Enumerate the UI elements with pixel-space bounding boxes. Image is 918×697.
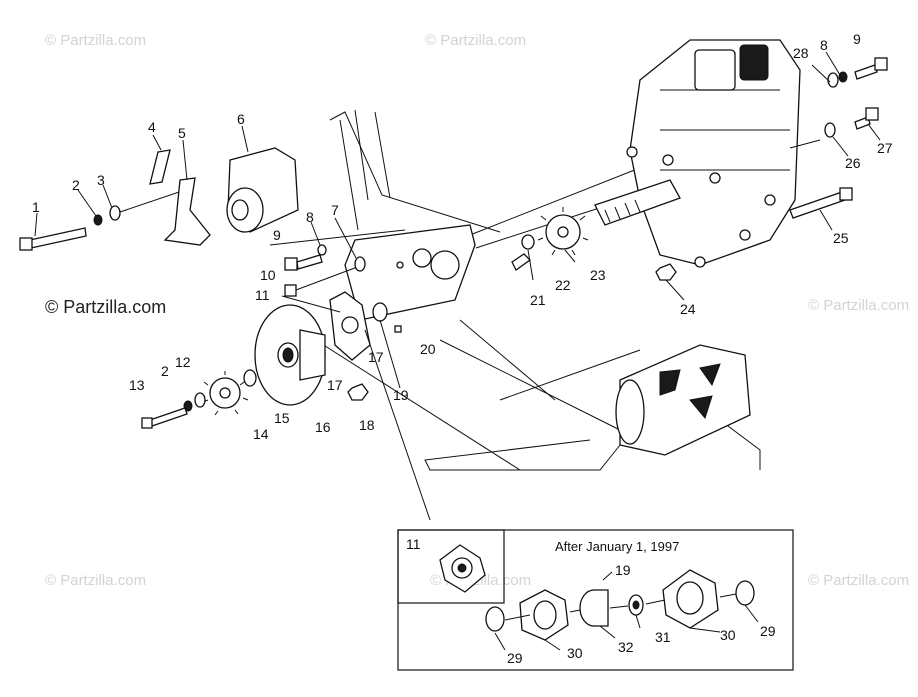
watermark-primary: © Partzilla.com bbox=[45, 297, 166, 317]
callout-11: 11 bbox=[255, 287, 270, 303]
spacer-4 bbox=[149, 149, 171, 185]
drive-pulley bbox=[254, 304, 326, 406]
callout-22: 22 bbox=[555, 277, 571, 293]
callout-10: 10 bbox=[260, 267, 276, 283]
clip-20 bbox=[394, 325, 402, 333]
inset-bearing-32 bbox=[579, 589, 609, 627]
leader-lines bbox=[34, 51, 881, 521]
callout-21: 21 bbox=[530, 292, 546, 308]
watermark-group: © Partzilla.com © Partzilla.com © Partzi… bbox=[45, 32, 909, 589]
inset-callout-31: 31 bbox=[655, 629, 671, 645]
callout-18: 18 bbox=[359, 417, 375, 433]
inset-sub-label: 11 bbox=[406, 536, 421, 552]
inset-callout-32: 32 bbox=[618, 639, 634, 655]
watermark: © Partzilla.com bbox=[808, 297, 909, 314]
callout-17b: 17 bbox=[327, 377, 343, 393]
callout-23: 23 bbox=[590, 267, 606, 283]
callout-12: 12 bbox=[175, 354, 191, 370]
washer-22 bbox=[521, 234, 535, 250]
chaincase-housing bbox=[424, 344, 751, 471]
inset-washer-29b bbox=[735, 580, 755, 606]
callout-28: 28 bbox=[793, 45, 809, 61]
inset-flange-30-right bbox=[662, 569, 719, 629]
bolt-9-top bbox=[854, 57, 888, 80]
inset-callout-30a: 30 bbox=[567, 645, 583, 661]
bracket-5 bbox=[163, 177, 211, 246]
callout-17a: 17 bbox=[368, 349, 384, 365]
callout-27: 27 bbox=[877, 140, 893, 156]
callout-7: 7 bbox=[331, 202, 339, 218]
washer-28 bbox=[827, 72, 839, 88]
watermark: © Partzilla.com bbox=[45, 32, 146, 49]
callout-9b: 9 bbox=[853, 31, 861, 47]
callout-9: 9 bbox=[273, 227, 281, 243]
watermark: © Partzilla.com bbox=[45, 572, 146, 589]
mounting-plate bbox=[344, 224, 476, 321]
screw-21 bbox=[511, 253, 532, 271]
inset-callout-29a: 29 bbox=[507, 650, 523, 666]
bolt-27 bbox=[854, 107, 879, 130]
bolt-13-assembly bbox=[141, 392, 206, 429]
gearcase-housing bbox=[626, 39, 801, 268]
nut-18 bbox=[347, 383, 369, 401]
small-sprocket bbox=[202, 371, 249, 416]
chassis-frame bbox=[299, 109, 761, 471]
watermark: © Partzilla.com bbox=[425, 32, 526, 49]
callout-19: 19 bbox=[393, 387, 409, 403]
inset-bearing-flange bbox=[439, 544, 486, 593]
inset-callout-19: 19 bbox=[615, 562, 631, 578]
inset-bushing-31 bbox=[628, 594, 644, 616]
callout-26: 26 bbox=[845, 155, 861, 171]
callout-8: 8 bbox=[306, 209, 314, 225]
inset-caption: After January 1, 1997 bbox=[555, 539, 679, 554]
callout-16: 16 bbox=[315, 419, 331, 435]
callout-25: 25 bbox=[833, 230, 849, 246]
inset-panel: After January 1, 1997 11 29 bbox=[397, 529, 794, 671]
bolt-10-assembly bbox=[284, 256, 366, 297]
callout-3: 3 bbox=[97, 172, 105, 188]
inset-callout-30b: 30 bbox=[720, 627, 736, 643]
callout-2b: 2 bbox=[161, 363, 169, 379]
callout-2: 2 bbox=[72, 177, 80, 193]
snap-ring bbox=[243, 369, 257, 387]
callout-15: 15 bbox=[274, 410, 290, 426]
bolt-25 bbox=[789, 187, 853, 219]
inset-flange-30-left bbox=[519, 589, 569, 641]
watermark: © Partzilla.com bbox=[808, 572, 909, 589]
washer-26 bbox=[824, 122, 836, 138]
callout-14: 14 bbox=[253, 426, 269, 442]
inset-washer-29 bbox=[485, 606, 505, 632]
callout-8b: 8 bbox=[820, 37, 828, 53]
inset-callout-29b: 29 bbox=[760, 623, 776, 639]
bolt-1-assembly bbox=[19, 189, 186, 251]
washer-8 bbox=[838, 71, 848, 83]
output-shaft bbox=[594, 179, 681, 226]
seal-19 bbox=[372, 302, 388, 322]
callout-6: 6 bbox=[237, 111, 245, 127]
idler-housing bbox=[226, 147, 299, 233]
callout-24: 24 bbox=[680, 301, 696, 317]
callout-labels: 1 2 3 4 5 6 7 8 9 10 11 12 13 2 14 15 16… bbox=[32, 31, 893, 442]
callout-13: 13 bbox=[129, 377, 145, 393]
callout-20: 20 bbox=[420, 341, 436, 357]
nut-24 bbox=[655, 263, 677, 281]
callout-5: 5 bbox=[178, 125, 186, 141]
large-sprocket bbox=[537, 207, 589, 256]
callout-4: 4 bbox=[148, 119, 156, 135]
bolt-9-assembly bbox=[284, 244, 327, 271]
callout-1: 1 bbox=[32, 199, 40, 215]
